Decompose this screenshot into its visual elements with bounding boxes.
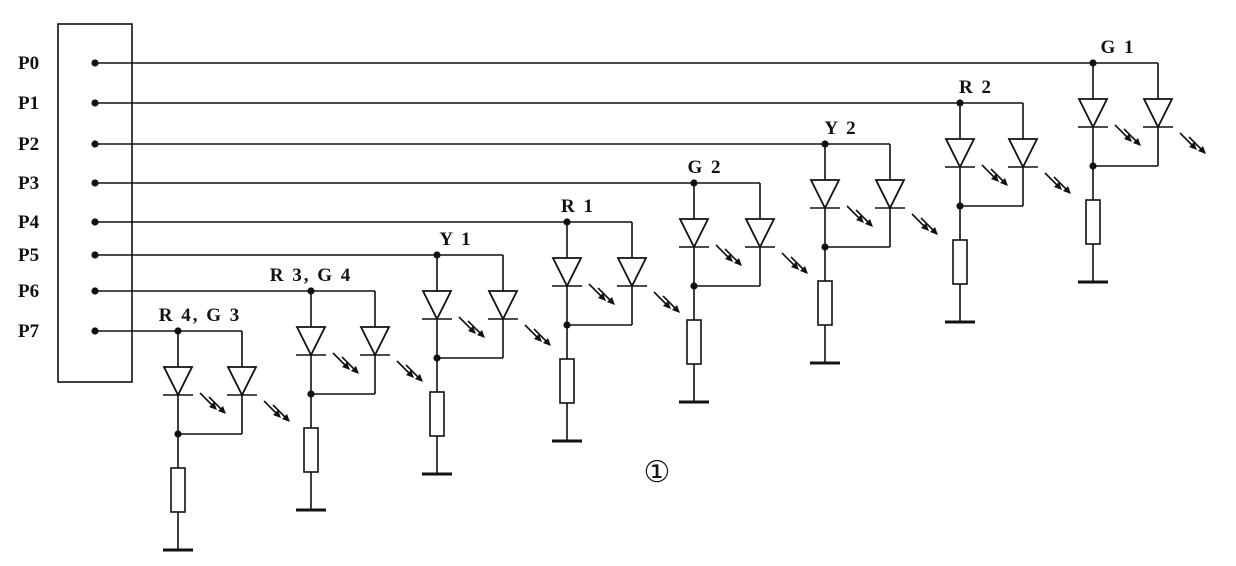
led-left-arrowhead-0 — [209, 402, 217, 410]
led-group-r-2: R 2 — [944, 77, 1071, 324]
led-right-arrowhead-1 — [415, 374, 423, 382]
led-group-r-3-g-4: R 3, G 4 — [270, 265, 423, 512]
resistor — [817, 280, 833, 326]
led-right-arrowhead-0 — [1054, 182, 1062, 190]
led-right-triangle — [1007, 138, 1039, 170]
led-label: R 2 — [959, 77, 993, 98]
led-left-triangle — [809, 179, 841, 211]
led-right-arrowhead-1 — [672, 305, 680, 313]
led-right-triangle — [487, 290, 519, 322]
led-right-arrowhead-1 — [1063, 186, 1071, 194]
led-left-arrowhead-0 — [856, 215, 864, 223]
led-label: R 1 — [561, 196, 595, 217]
led-label: G 2 — [687, 157, 722, 178]
led-left-arrowhead-1 — [734, 258, 742, 266]
led-label: Y 2 — [824, 118, 857, 139]
pin-label-p0: P0 — [18, 53, 39, 74]
led-right-triangle — [874, 179, 906, 211]
led-group-g-1: G 1 — [1077, 37, 1206, 284]
led-right-triangle — [359, 326, 391, 358]
led-right-arrowhead-1 — [930, 227, 938, 235]
led-right-arrowhead-1 — [543, 338, 551, 346]
resistor — [429, 391, 445, 437]
led-left-arrowhead-0 — [1124, 134, 1132, 142]
led-label: R 3, G 4 — [270, 265, 353, 286]
led-left-arrowhead-0 — [342, 362, 350, 370]
led-right-arrowhead-1 — [1198, 146, 1206, 154]
pin-label-p7: P7 — [18, 321, 40, 342]
pin-label-p3: P3 — [18, 173, 39, 194]
led-label: Y 1 — [439, 229, 472, 250]
led-right-arrowhead-1 — [800, 266, 808, 274]
led-left-arrowhead-0 — [991, 174, 999, 182]
resistor — [170, 467, 186, 513]
resistor — [686, 319, 702, 365]
led-right-arrowhead-0 — [406, 370, 414, 378]
pin-label-p5: P5 — [18, 245, 39, 266]
led-left-arrowhead-1 — [607, 297, 615, 305]
led-left-arrowhead-0 — [468, 326, 476, 334]
led-left-triangle — [421, 290, 453, 322]
resistor — [1085, 199, 1101, 245]
led-group-g-2: G 2 — [678, 157, 808, 404]
led-right-triangle — [226, 366, 258, 398]
led-left-arrowhead-0 — [725, 254, 733, 262]
pin-label-p1: P1 — [18, 93, 39, 114]
led-groups: G 1 R 2 Y 2 G 2 R 1 Y 1 R 3, G 4 R 4, G 3 — [159, 37, 1206, 552]
figure-number: ① — [644, 455, 671, 490]
led-right-triangle — [616, 257, 648, 289]
led-right-arrowhead-1 — [282, 414, 290, 422]
bus-wires — [91, 59, 1158, 335]
led-left-arrowhead-1 — [865, 219, 873, 227]
led-right-arrowhead-0 — [663, 301, 671, 309]
led-left-arrowhead-1 — [477, 330, 485, 338]
led-right-triangle — [744, 218, 776, 250]
led-left-triangle — [551, 257, 583, 289]
led-label: G 1 — [1100, 37, 1135, 58]
led-left-arrowhead-1 — [351, 366, 359, 374]
pin-label-p2: P2 — [18, 134, 39, 155]
led-right-arrowhead-0 — [791, 262, 799, 270]
led-left-triangle — [162, 366, 194, 398]
led-left-arrowhead-1 — [1000, 178, 1008, 186]
pin-label-p6: P6 — [18, 281, 39, 302]
led-group-r-1: R 1 — [551, 196, 680, 443]
resistor — [303, 427, 319, 473]
pin-label-p4: P4 — [18, 212, 40, 233]
resistor — [952, 239, 968, 285]
led-left-triangle — [678, 218, 710, 250]
resistor — [559, 358, 575, 404]
led-left-arrowhead-0 — [598, 293, 606, 301]
port-connector-body — [57, 23, 133, 383]
led-group-r-4-g-3: R 4, G 3 — [159, 305, 290, 552]
led-right-arrowhead-0 — [921, 223, 929, 231]
led-left-arrowhead-1 — [218, 406, 226, 414]
led-right-arrowhead-0 — [534, 334, 542, 342]
led-left-arrowhead-1 — [1133, 138, 1141, 146]
led-left-triangle — [1077, 98, 1109, 130]
led-label: R 4, G 3 — [159, 305, 242, 326]
led-right-arrowhead-0 — [273, 410, 281, 418]
led-left-triangle — [944, 138, 976, 170]
led-group-y-1: Y 1 — [421, 229, 551, 476]
led-right-arrowhead-0 — [1189, 142, 1197, 150]
led-group-y-2: Y 2 — [809, 118, 938, 365]
led-left-triangle — [295, 326, 327, 358]
led-right-triangle — [1142, 98, 1174, 130]
